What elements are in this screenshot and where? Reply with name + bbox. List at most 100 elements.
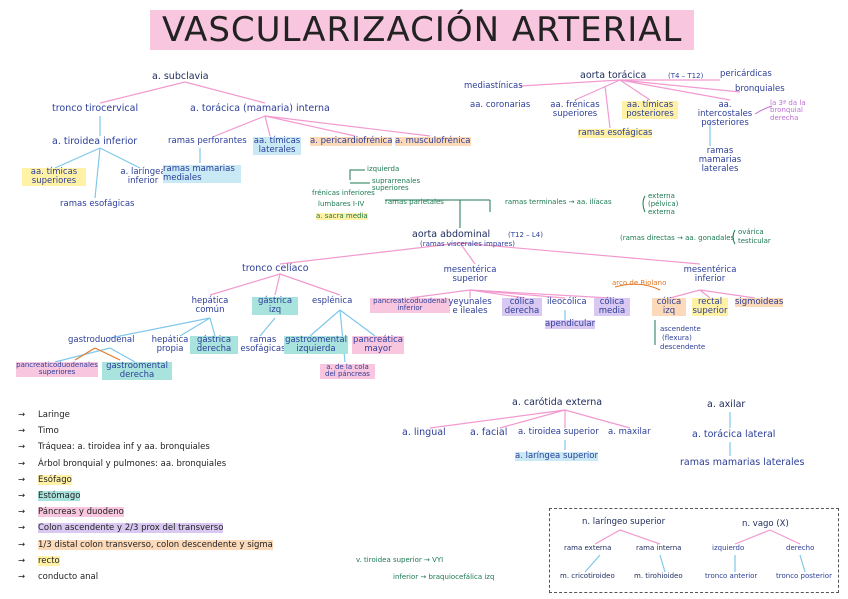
lingual: a. lingual xyxy=(402,427,446,438)
legend-row: → Laringe xyxy=(18,410,70,420)
bronquiales: bronquiales xyxy=(735,84,785,94)
vena-tiroidea-inferior: inferior → braquiocefálica izq xyxy=(393,573,495,581)
legend-text: Laringe xyxy=(38,410,70,420)
frenicas-inferiores: frénicas inferiores xyxy=(312,189,375,197)
axilar-mamarias-laterales: ramas mamarias laterales xyxy=(680,457,805,468)
pancreaticoduodenal-inferior: pancreaticoduodenal inferior xyxy=(370,297,450,313)
legend-row: →Esófago xyxy=(18,474,72,485)
legend-text: Colon ascendente y 2/3 prox del transver… xyxy=(38,523,224,534)
toracica-ramas-esofagicas: ramas esofágicas xyxy=(578,128,653,138)
carotida-root: a. carótida externa xyxy=(512,397,603,408)
aorta-abdominal-root: aorta abdominal xyxy=(412,229,491,240)
legend-row: →Tráquea: a. tiroidea inf y aa. bronquia… xyxy=(18,442,210,452)
subclavia-root: a. subclavia xyxy=(152,71,209,82)
ileocolica: ileocólica xyxy=(547,297,587,307)
ramas-gonadales: (ramas directas → aa. gonadales xyxy=(620,234,735,242)
colica-derecha: cólica derecha xyxy=(502,298,542,316)
timicas-superiores: aa. tímicas superiores xyxy=(22,168,86,186)
nervios-box xyxy=(549,508,839,593)
colica-izquierda: cólica izq xyxy=(652,298,686,316)
laringea-superior: a. laríngea superior xyxy=(515,451,598,461)
aorta-abdominal-sub: (ramas viscerales impares) xyxy=(420,240,515,248)
rama-externa: rama externa xyxy=(564,544,612,552)
tronco-tirocervical: tronco tirocervical xyxy=(52,103,139,114)
intercostales-posteriores: aa. intercostales posteriores xyxy=(697,100,753,128)
legend-text: conducto anal xyxy=(38,572,99,582)
gastroduodenal: gastroduodenal xyxy=(68,335,135,345)
legend-row: →Timo xyxy=(18,426,59,436)
gastroomental-derecha: gastroomental derecha xyxy=(102,362,172,380)
ramas-perforantes: ramas perforantes xyxy=(168,136,247,146)
toracica-lateral: a. torácica lateral xyxy=(692,429,776,440)
arrow-right-icon: → xyxy=(18,572,26,582)
frenica-izquierda: izquierda xyxy=(367,165,400,173)
suprarrenales-superiores: suprarrenales superiores xyxy=(372,177,421,193)
legend-text: recto xyxy=(38,555,60,566)
maxilar: a. maxilar xyxy=(608,427,651,437)
legend-row: → Árbol bronquial y pulmones: aa. bronqui… xyxy=(18,459,226,469)
laringea-inferior: a. laríngea inferior xyxy=(120,167,166,186)
gonadal-ovarica: ovárica xyxy=(738,228,764,236)
pancreatica-mayor: pancreática mayor xyxy=(352,335,404,354)
timicas-posteriores: aa. tímicas posteriores xyxy=(622,101,678,119)
vago-izquierdo: izquierdo xyxy=(712,544,745,552)
legend-row: → recto xyxy=(18,555,60,566)
sigmoideas: sigmoideas xyxy=(735,297,784,307)
arrow-right-icon: → xyxy=(18,458,26,469)
tronco-anterior: tronco anterior xyxy=(705,572,758,580)
legend-text: Esófago xyxy=(38,474,72,485)
legend-text: Páncreas y duodeno xyxy=(38,507,124,518)
colica-descendente: descendente xyxy=(660,343,706,351)
mamarias-mediales: ramas mamarias mediales xyxy=(163,165,241,183)
pericardicas: pericárdicas xyxy=(720,69,772,79)
mediastinicas: mediastínicas xyxy=(464,81,523,91)
cricotiroideo: m. cricotiroideo xyxy=(560,572,615,580)
tiroidea-inferior: a. tiroidea inferior xyxy=(52,136,138,147)
vena-tiroidea-superior: v. tiroidea superior → VYI xyxy=(356,556,444,564)
facial: a. facial xyxy=(470,427,508,438)
sacra-media: a. sacra media xyxy=(316,212,368,221)
colica-media: cólica media xyxy=(594,298,630,316)
mesenterica-inferior-root: mesentérica inferior xyxy=(683,265,737,284)
tronco-posterior: tronco posterior xyxy=(776,572,832,580)
arrow-right-icon: → xyxy=(18,491,26,501)
iliaca-externa: externa xyxy=(648,192,675,200)
arrow-right-icon: → xyxy=(18,410,26,420)
colica-ascendente: ascendente xyxy=(660,325,701,333)
ramas-terminales: ramas terminales → aa. ilíacas xyxy=(505,198,612,206)
tronco-celiaco-root: tronco celíaco xyxy=(242,263,309,274)
aorta-toracica-root: aorta torácica xyxy=(580,70,647,81)
arrow-right-icon: → xyxy=(18,555,26,566)
pancreaticoduodenales-superiores: pancreaticoduodenales superiores xyxy=(16,361,98,377)
page-title: VASCULARIZACIÓN ARTERIAL xyxy=(150,10,695,50)
arrow-right-icon: → xyxy=(18,426,26,437)
arco-riolano: arco de Riolano xyxy=(612,279,667,287)
yeyunales-ileales: yeyunales e ileales xyxy=(448,297,492,316)
legend-row: →1/3 distal colon transverso, colon desc… xyxy=(18,539,273,550)
nota-bronquial-derecha: la 3ª da la bronquial derecha xyxy=(770,99,806,122)
hepatica-propia: hepática propia xyxy=(151,335,189,354)
apendicular: apendicular xyxy=(545,319,596,329)
frenicas-superiores: aa. frénicas superiores xyxy=(550,100,600,119)
iliaca-externa-2: externa xyxy=(648,208,675,216)
legend-row: → conducto anal xyxy=(18,572,98,582)
arrow-right-icon: → xyxy=(18,523,26,534)
arrow-right-icon: → xyxy=(18,507,26,518)
timicas-laterales: aa. tímicas laterales xyxy=(253,136,301,155)
legend-text: Árbol bronquial y pulmones: aa. bronquia… xyxy=(38,458,227,469)
pericardiofrenica: a. pericardiofrénica xyxy=(310,136,393,146)
lumbares: lumbares I-IV xyxy=(318,200,365,208)
legend-row: →Estómago xyxy=(18,491,81,501)
toracica-mamarias-laterales: ramas mamarias laterales xyxy=(698,146,742,174)
hepatica-comun: hepática común xyxy=(191,296,229,315)
ramas-parietales: ramas parietales xyxy=(385,198,444,206)
tirohioideo: m. tirohioideo xyxy=(634,572,683,580)
axilar-root: a. axilar xyxy=(707,399,746,410)
vago: n. vago (X) xyxy=(742,519,789,529)
toracica-interna: a. torácica (mamaria) interna xyxy=(190,103,330,114)
colica-flexura: (flexura) xyxy=(662,334,692,342)
aorta-abdominal-level: (T12 – L4) xyxy=(508,231,543,239)
mesenterica-superior-root: mesentérica superior xyxy=(443,265,497,284)
legend-row: → Páncreas y duodeno xyxy=(18,507,124,518)
